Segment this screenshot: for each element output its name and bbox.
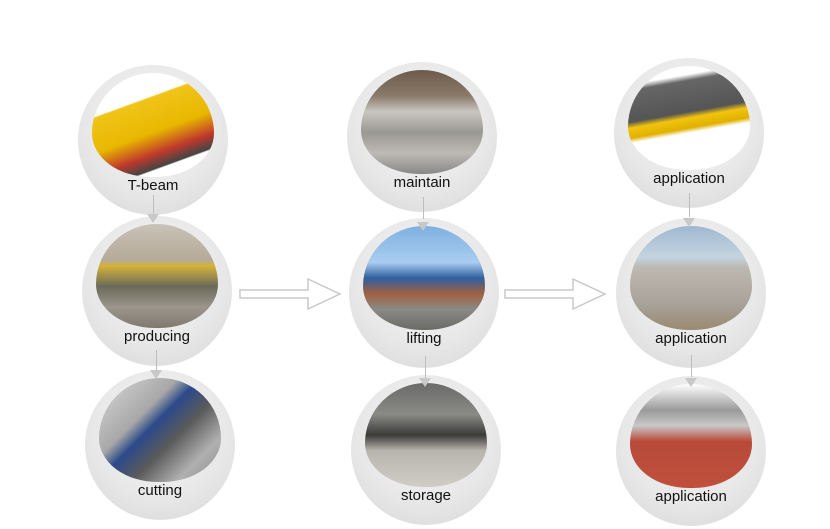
arrow-right-icon <box>504 277 607 311</box>
arrow-down-icon <box>419 378 431 387</box>
t-beam-machine-image <box>92 73 214 177</box>
node-t-beam: T-beam <box>78 65 228 215</box>
arrow-down-icon <box>417 222 429 231</box>
node-label: application <box>655 488 727 505</box>
roof-diagram-image <box>628 66 750 170</box>
arrow-down-icon <box>150 370 162 379</box>
producing-image <box>96 224 218 328</box>
node-label: T-beam <box>127 177 179 194</box>
node-producing: producing <box>82 216 232 366</box>
cutting-image <box>99 378 221 482</box>
node-label: lifting <box>406 330 442 347</box>
node-label: application <box>653 170 725 187</box>
arrow-down-icon <box>147 214 159 223</box>
node-maintain: maintain <box>347 62 497 212</box>
node-storage: storage <box>351 375 501 525</box>
arrow-down-icon <box>685 378 697 387</box>
brick-wall-image <box>630 384 752 488</box>
node-label: application <box>655 330 727 347</box>
node-label: maintain <box>393 174 451 191</box>
node-lifting: lifting <box>349 218 499 368</box>
node-cutting: cutting <box>85 370 235 520</box>
node-application-wall: application <box>616 376 766 526</box>
node-label: producing <box>124 328 190 345</box>
node-application-roof: application <box>614 58 764 208</box>
lifting-image <box>363 226 485 330</box>
node-label: cutting <box>137 482 183 499</box>
arrow-down-icon <box>683 218 695 227</box>
building-image <box>630 226 752 330</box>
arrow-right-icon <box>239 277 342 311</box>
maintain-image <box>361 70 483 174</box>
node-label: storage <box>400 487 452 504</box>
node-application-building: application <box>616 218 766 368</box>
storage-image <box>365 383 487 487</box>
